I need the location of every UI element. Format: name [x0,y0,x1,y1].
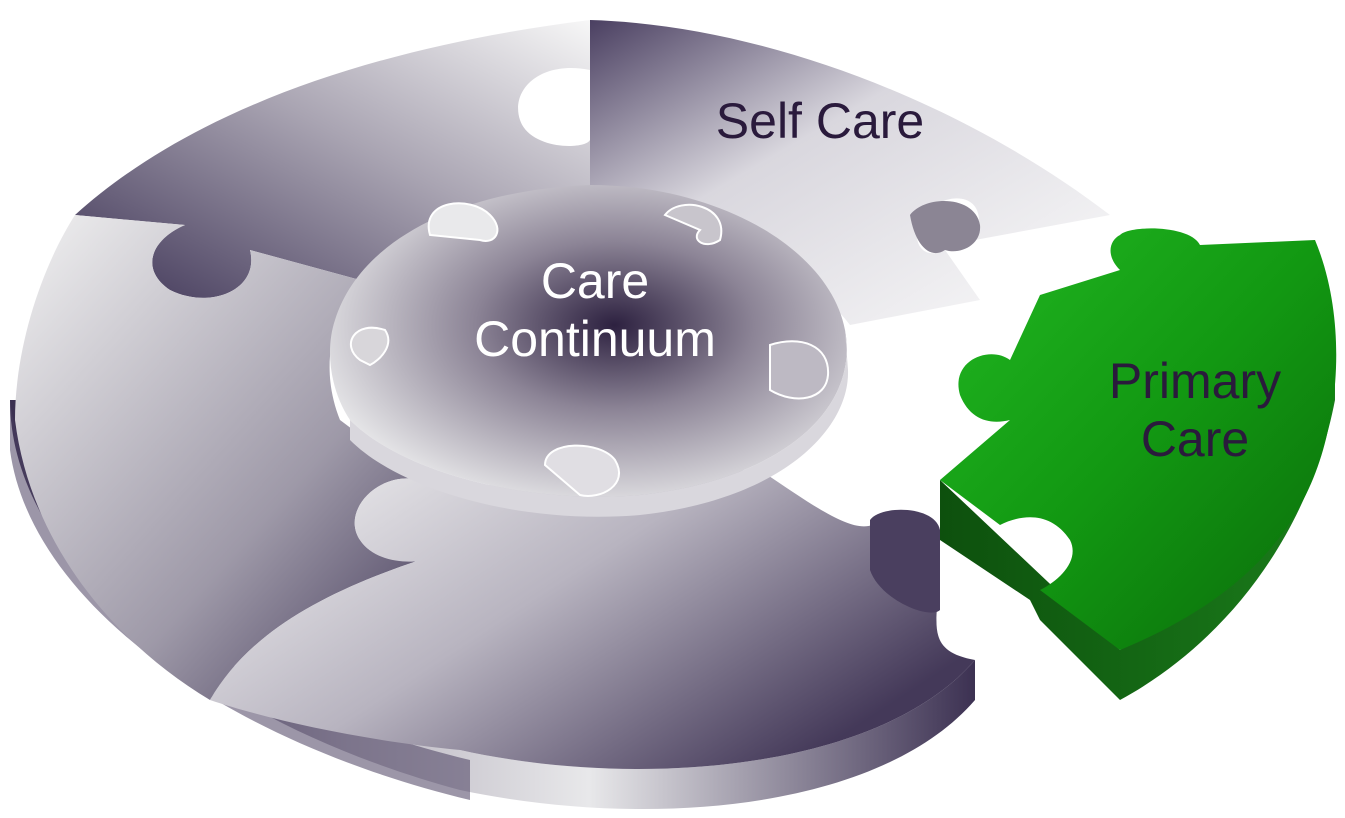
piece-center [330,185,847,497]
self-care-label: Self Care [670,92,970,150]
piece-left [15,215,450,700]
green-piece-side [940,330,1335,700]
primary-care-label: Primary Care [1060,352,1330,468]
care-continuum-line1: Care [540,253,650,309]
green-piece-top [940,228,1337,650]
care-continuum-label: Care Continuum [395,252,795,368]
piece-bottom [210,470,975,770]
center-knob-right [769,340,830,400]
self-care-text: Self Care [715,93,925,149]
center-knob-left [349,326,390,367]
piece-top-right [590,20,1110,325]
tab-bottom-right [870,509,940,613]
slot-top-right [910,201,981,254]
care-continuum-line2: Continuum [474,311,716,367]
center-knob-bottom [543,444,621,497]
primary-care-line2: Care [1140,411,1250,467]
center-knob-top-right [663,203,723,246]
primary-care-line1: Primary [1108,353,1282,409]
center-knob-top-left [427,202,499,242]
